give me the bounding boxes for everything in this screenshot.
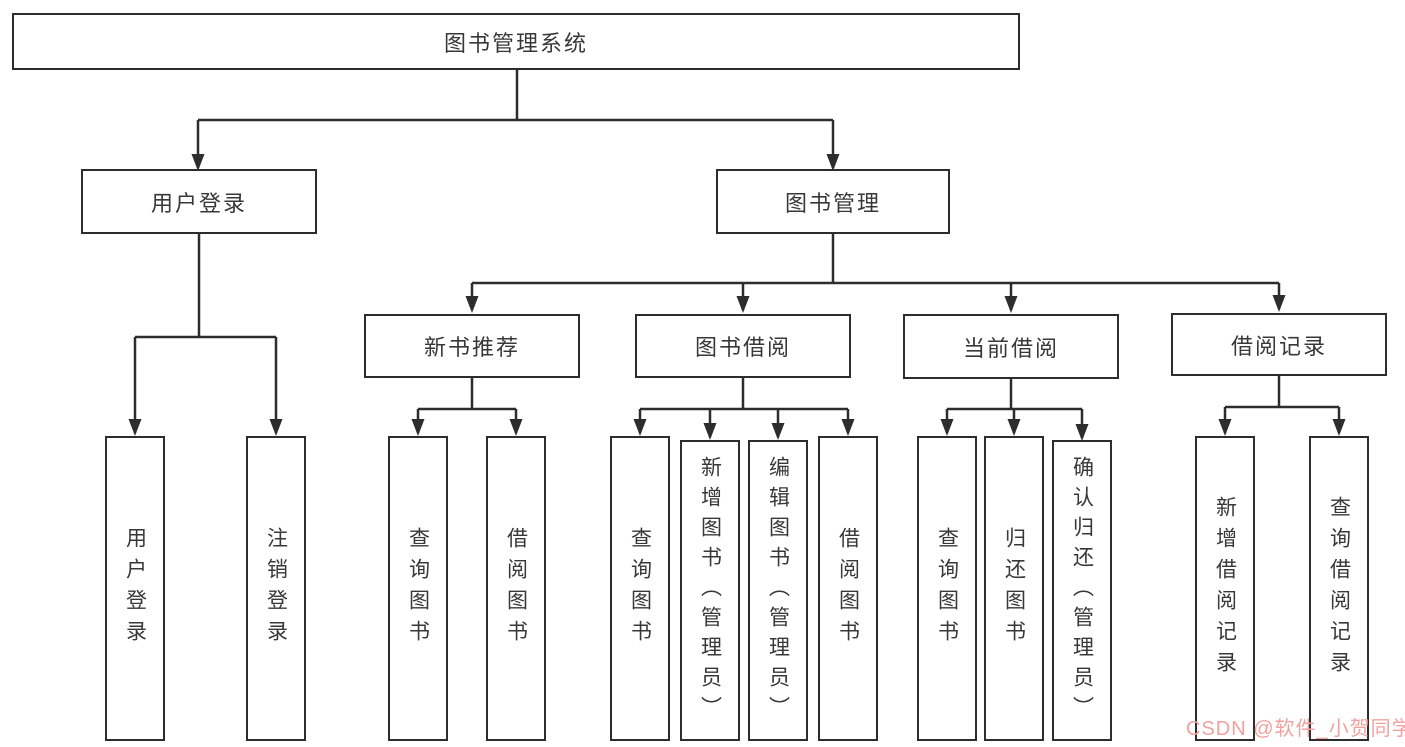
leaf-borrow-books-label: 借阅图书: [836, 526, 860, 651]
node-borrow-record: 借阅记录: [1171, 313, 1387, 376]
leaf-query-borrow-record-label: 查询借阅记录: [1327, 495, 1351, 682]
leaf-query-books-borrow: 查询图书: [610, 436, 670, 741]
leaf-query-books-current-label: 查询图书: [935, 526, 959, 651]
leaf-borrow-books: 借阅图书: [818, 436, 878, 741]
leaf-confirm-return-admin-label: 确认归还（管理员）: [1070, 455, 1094, 726]
leaf-query-books-borrow-label: 查询图书: [628, 526, 652, 651]
node-user-login: 用户登录: [81, 169, 317, 234]
node-user-login-label: 用户登录: [150, 190, 247, 216]
leaf-query-borrow-record: 查询借阅记录: [1309, 436, 1369, 741]
leaf-return-books-label: 归还图书: [1002, 526, 1026, 651]
arrowheads: [128, 154, 1346, 441]
node-current-borrow-label: 当前借阅: [962, 335, 1059, 361]
leaf-query-books-recommend: 查询图书: [388, 436, 448, 741]
leaf-borrow-books-recommend-label: 借阅图书: [504, 526, 528, 651]
leaf-edit-books-admin-label: 编辑图书（管理员）: [766, 455, 790, 726]
node-root-label: 图书管理系统: [443, 30, 588, 56]
node-borrow-record-label: 借阅记录: [1230, 333, 1327, 359]
leaf-edit-books-admin: 编辑图书（管理员）: [748, 440, 808, 741]
node-current-borrow: 当前借阅: [903, 314, 1119, 379]
leaf-logout: 注销登录: [246, 436, 306, 741]
leaf-user-login: 用户登录: [105, 436, 165, 741]
node-new-book-recommend: 新书推荐: [364, 314, 580, 378]
leaf-add-books-admin: 新增图书（管理员）: [680, 440, 740, 741]
leaf-add-borrow-record: 新增借阅记录: [1195, 436, 1255, 741]
node-new-book-recommend-label: 新书推荐: [423, 335, 520, 360]
leaf-return-books: 归还图书: [984, 436, 1044, 741]
leaf-confirm-return-admin: 确认归还（管理员）: [1052, 440, 1112, 741]
leaf-add-borrow-record-label: 新增借阅记录: [1213, 495, 1237, 682]
leaf-borrow-books-recommend: 借阅图书: [486, 436, 546, 741]
leaf-query-books-recommend-label: 查询图书: [406, 526, 430, 651]
leaf-logout-label: 注销登录: [264, 526, 288, 651]
node-root: 图书管理系统: [12, 13, 1020, 70]
leaf-add-books-admin-label: 新增图书（管理员）: [698, 455, 722, 726]
leaf-user-login-label: 用户登录: [123, 526, 147, 651]
csdn-watermark: CSDN @软件_小贺同学: [1186, 718, 1405, 740]
node-book-management: 图书管理: [716, 169, 950, 234]
node-book-borrow-label: 图书借阅: [694, 335, 791, 360]
node-book-management-label: 图书管理: [784, 190, 881, 216]
leaf-query-books-current: 查询图书: [917, 436, 977, 741]
node-book-borrow: 图书借阅: [635, 314, 851, 378]
